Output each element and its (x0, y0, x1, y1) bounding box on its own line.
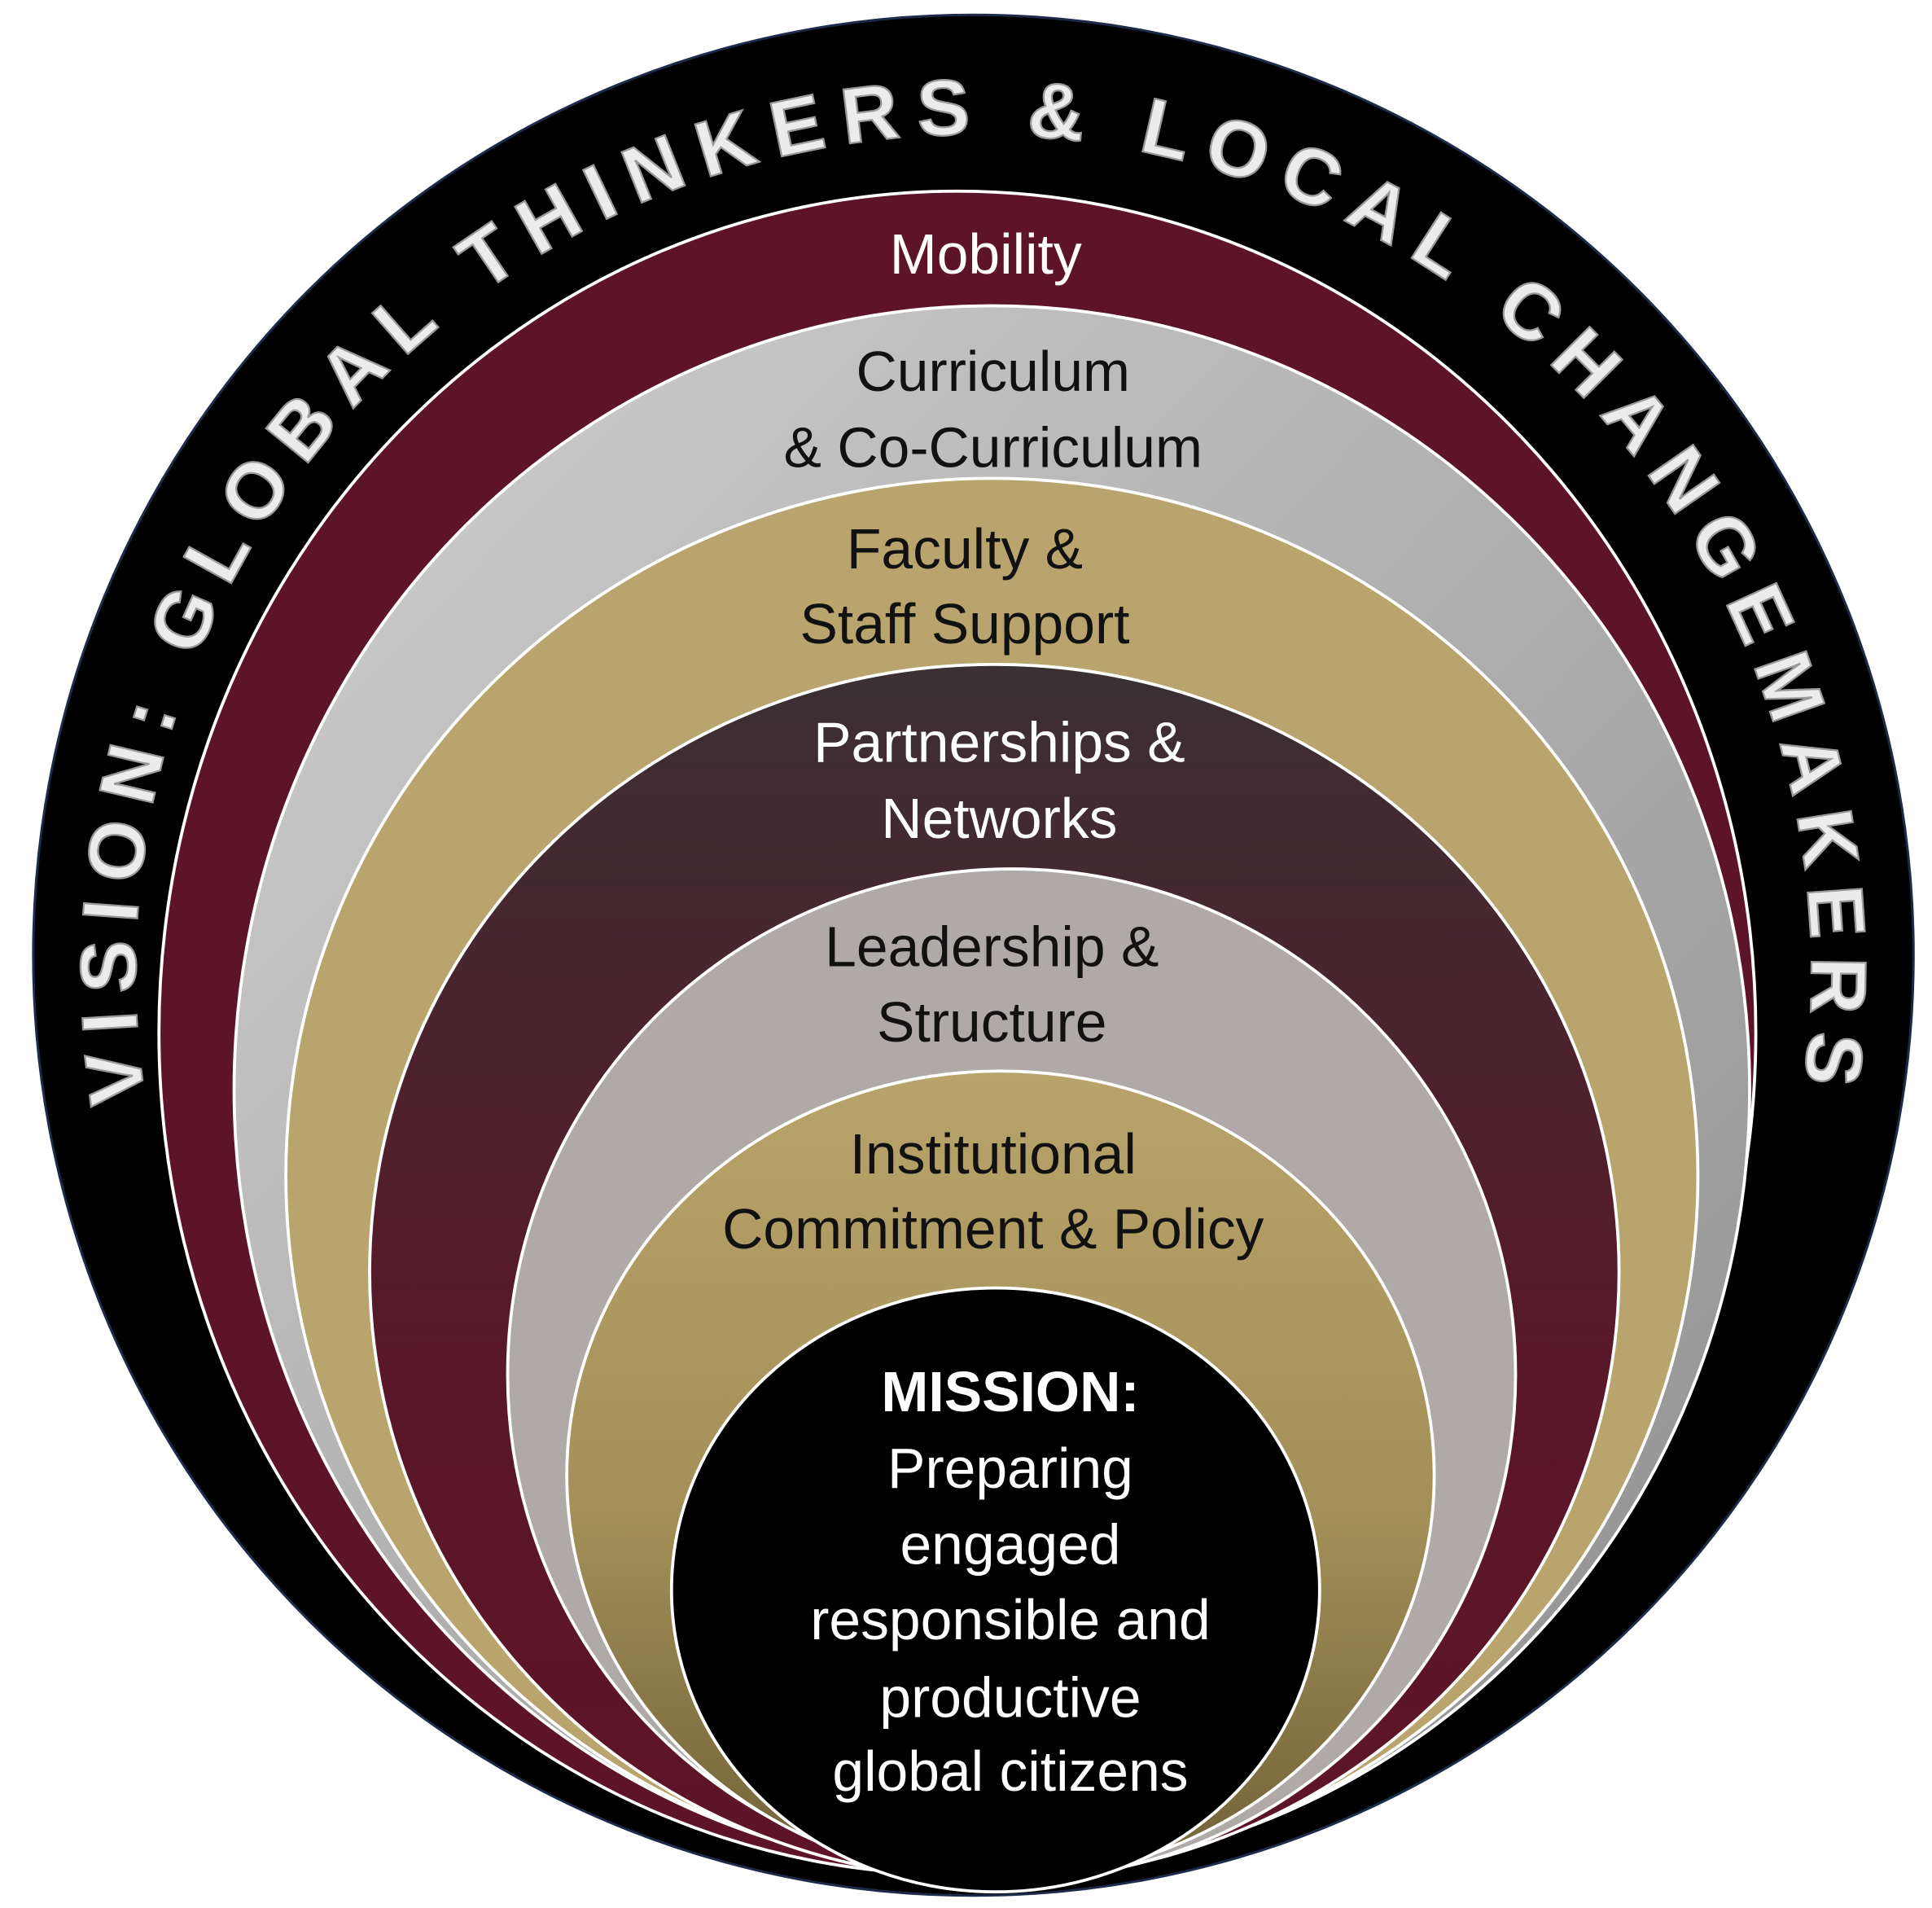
label-institutional-1: Institutional (850, 1122, 1137, 1186)
mission-line-1: Preparing (887, 1436, 1133, 1500)
label-faculty-2: Staff Support (800, 592, 1129, 656)
label-curriculum-2: & Co-Curriculum (784, 416, 1203, 480)
label-mobility: Mobility (890, 222, 1082, 286)
mission-line-4: productive (879, 1665, 1141, 1729)
label-leadership-2: Structure (877, 990, 1106, 1054)
mission-line-3: responsible and (810, 1588, 1210, 1651)
label-leadership-1: Leadership & (825, 915, 1159, 979)
mission-line-5: global citizens (832, 1739, 1188, 1803)
label-faculty-1: Faculty & (847, 517, 1083, 581)
label-curriculum-1: Curriculum (856, 340, 1131, 403)
label-institutional-2: Commitment & Policy (722, 1197, 1264, 1261)
label-partnerships-2: Networks (881, 787, 1117, 850)
mission-title: MISSION: (881, 1360, 1139, 1423)
mission-circle (669, 1286, 1321, 1894)
mission-line-2: engaged (900, 1513, 1120, 1577)
label-partnerships-1: Partnerships & (813, 710, 1185, 774)
